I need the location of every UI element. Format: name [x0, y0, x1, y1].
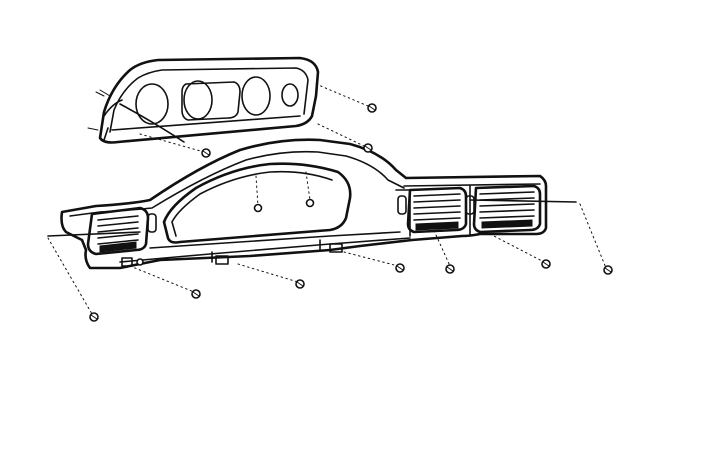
screw-icon	[305, 198, 315, 208]
center-air-vent-left	[406, 186, 468, 234]
left-air-vent	[86, 206, 150, 256]
pointer-lines	[47, 89, 577, 237]
screw-icon	[89, 312, 99, 322]
fasteners	[89, 103, 613, 322]
leader-lines	[47, 83, 607, 315]
screw-icon	[295, 279, 305, 289]
dashboard-trim-panel	[60, 138, 548, 270]
screw-icon	[445, 264, 455, 274]
screw-icon	[367, 103, 377, 113]
screw-icon	[191, 289, 201, 299]
instrument-cluster-bezel	[87, 56, 320, 144]
screw-icon	[541, 259, 551, 269]
screw-icon	[253, 203, 263, 213]
center-air-vent-right	[472, 184, 542, 234]
screw-icon	[201, 148, 211, 158]
screw-icon	[395, 263, 405, 273]
screw-icon	[603, 265, 613, 275]
screw-icon	[136, 258, 144, 266]
screw-icon	[363, 143, 373, 153]
